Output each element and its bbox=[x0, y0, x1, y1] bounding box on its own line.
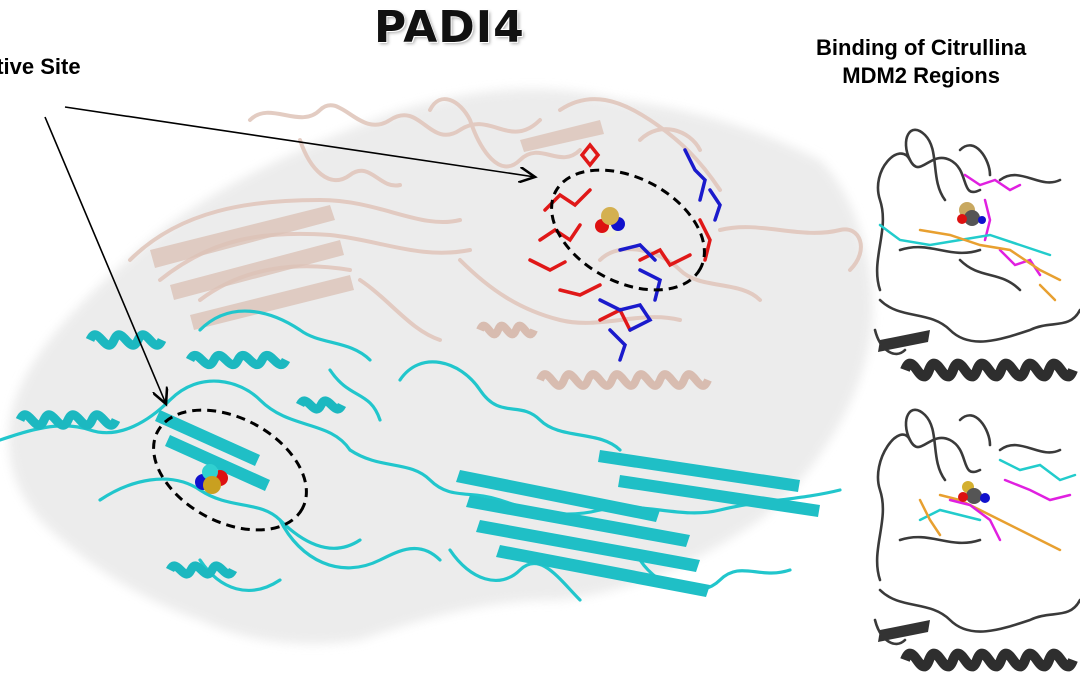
chain-a-sheets bbox=[155, 410, 820, 597]
ligand-upper bbox=[595, 207, 625, 237]
active-site-ellipse-lower bbox=[152, 408, 308, 532]
right-panel-title: Binding of Citrullina MDM2 Regions bbox=[816, 34, 1026, 90]
chain-b-helix bbox=[476, 321, 712, 390]
top-docking-panel bbox=[873, 128, 1080, 382]
ligand-lower bbox=[195, 464, 228, 494]
right-panel-title-line2: MDM2 Regions bbox=[842, 63, 1000, 88]
active-site-residues-blue bbox=[598, 148, 722, 362]
arrow-to-lower-site bbox=[44, 116, 166, 404]
active-site-ellipse-upper bbox=[550, 168, 706, 292]
chain-a-helices bbox=[15, 330, 347, 579]
arrow-to-upper-site bbox=[64, 106, 535, 177]
right-panel-title-line1: Binding of Citrullina bbox=[816, 35, 1027, 60]
bottom-docking-panel bbox=[873, 408, 1080, 672]
chain-b-sheets bbox=[150, 120, 604, 330]
active-site-label: ctive Site bbox=[0, 54, 81, 79]
figure-title: PADI4 bbox=[374, 2, 525, 53]
molecular-surface bbox=[8, 89, 873, 644]
